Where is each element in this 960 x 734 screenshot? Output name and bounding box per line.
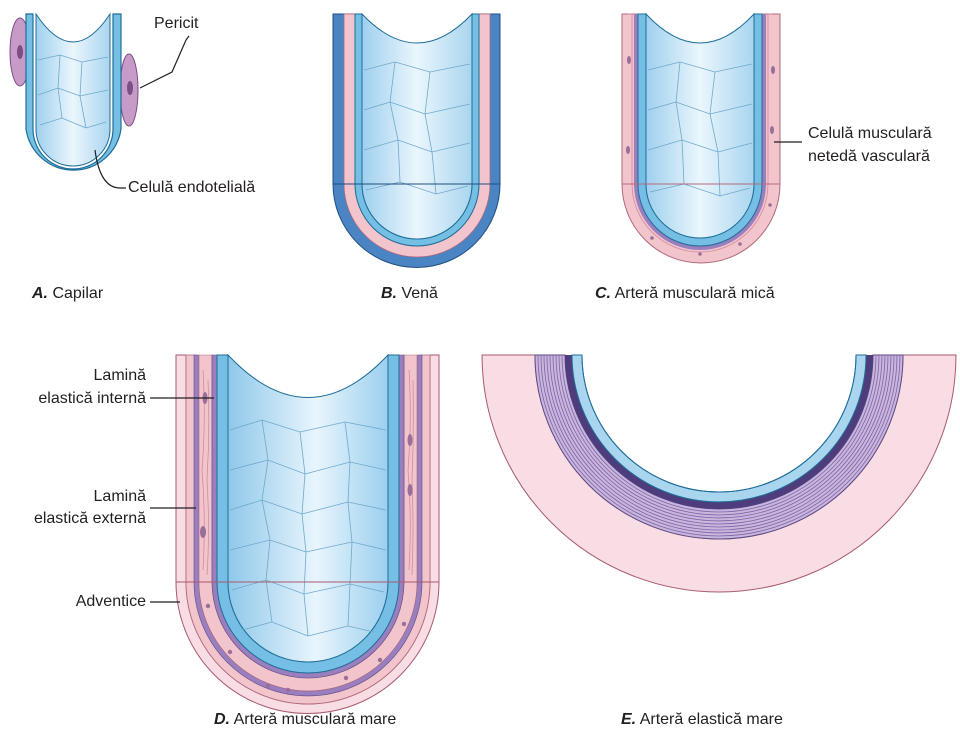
- small-muscular-artery-figure: [622, 14, 802, 263]
- label-celula-musculara-line2: netedă vasculară: [808, 147, 930, 167]
- label-pericit: Pericit: [154, 14, 198, 34]
- caption-a: A. Capilar: [32, 284, 103, 304]
- caption-c: C. Arteră musculară mică: [595, 284, 775, 304]
- caption-d: D. Arteră musculară mare: [214, 710, 396, 730]
- label-lamina-externa-line2: elastică externă: [0, 509, 146, 529]
- label-celula-musculara-line1: Celulă musculară: [808, 124, 932, 144]
- large-muscular-artery-figure: [150, 355, 439, 734]
- vein-lumen: [362, 14, 472, 239]
- vein-figure: [333, 14, 500, 268]
- label-lamina-externa-line1: Lamină: [0, 487, 146, 507]
- capillary-lumen: [36, 14, 110, 166]
- label-lamina-interna-line1: Lamină: [0, 366, 146, 386]
- caption-b: B. Venă: [381, 284, 438, 304]
- capillary-figure: [10, 14, 189, 188]
- small-artery-lumen: [646, 14, 754, 238]
- label-celula-endoteliala: Celulă endotelială: [128, 178, 255, 198]
- caption-e: E. Arteră elastică mare: [621, 710, 783, 730]
- endothelial-leader: [95, 150, 126, 188]
- label-lamina-interna-line2: elastică internă: [0, 389, 146, 409]
- large-artery-lumen: [228, 355, 388, 662]
- large-elastic-artery-figure: [482, 355, 956, 592]
- pericyte-leader: [140, 36, 189, 88]
- label-adventice: Adventice: [0, 592, 146, 612]
